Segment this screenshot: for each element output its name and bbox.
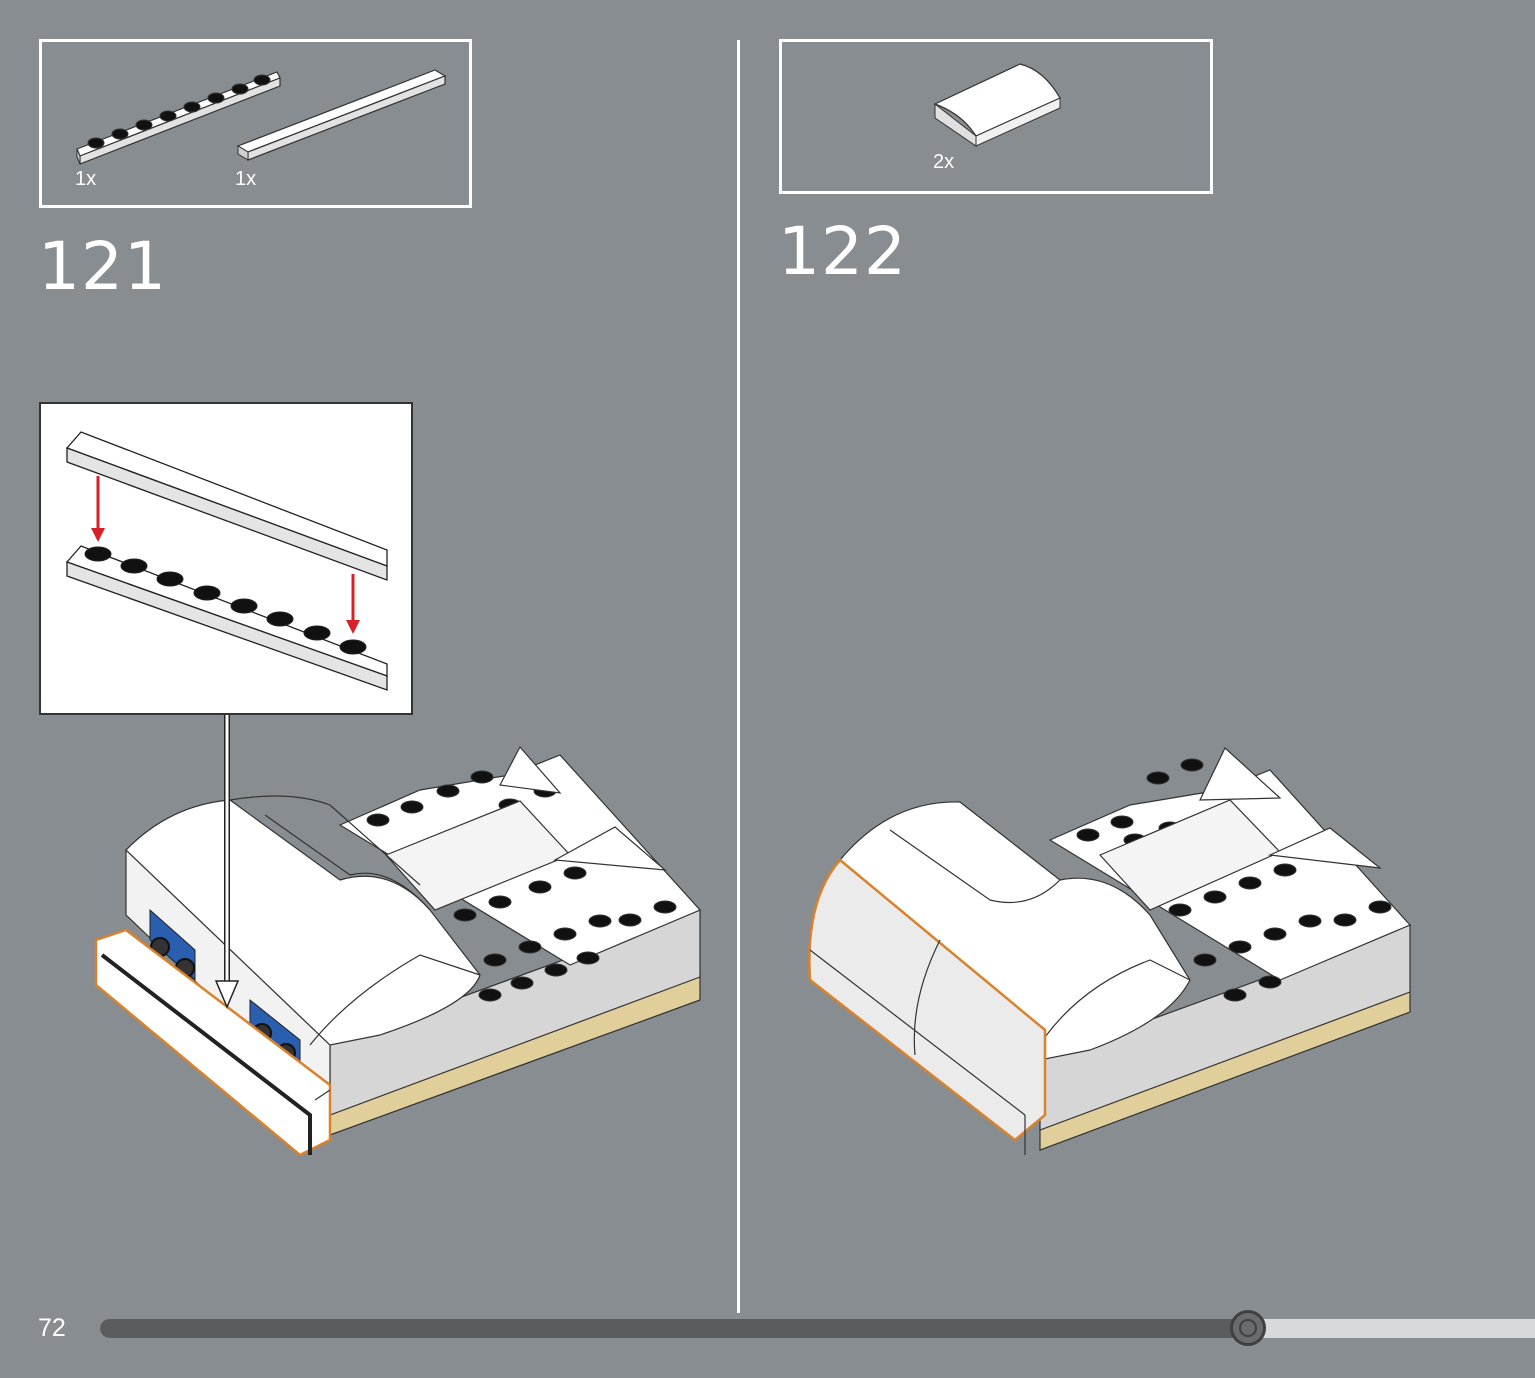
parts-list-step-122: 2x	[779, 39, 1213, 194]
progress-bar[interactable]	[100, 1319, 1535, 1338]
step-number-121: 121	[38, 228, 167, 305]
parts-list-step-121: 1x 1x	[39, 39, 472, 208]
page-number: 72	[38, 1314, 66, 1342]
callout-illustration	[65, 431, 388, 691]
tile-1x8-icon	[236, 69, 447, 161]
curved-slope-icon	[933, 63, 1061, 147]
step-number-122: 122	[778, 213, 907, 290]
model-assembly-step-122	[808, 747, 1412, 1155]
progress-bar-fill	[100, 1319, 1248, 1338]
callout-detail	[39, 402, 413, 715]
part-quantity: 1x	[75, 168, 97, 190]
model-assembly-step-121	[94, 715, 702, 1157]
progress-slider-handle[interactable]	[1230, 1310, 1266, 1346]
page-divider	[737, 40, 740, 1313]
part-quantity: 2x	[933, 151, 955, 173]
part-quantity: 1x	[235, 168, 257, 190]
plate-1x8-icon	[76, 71, 281, 165]
